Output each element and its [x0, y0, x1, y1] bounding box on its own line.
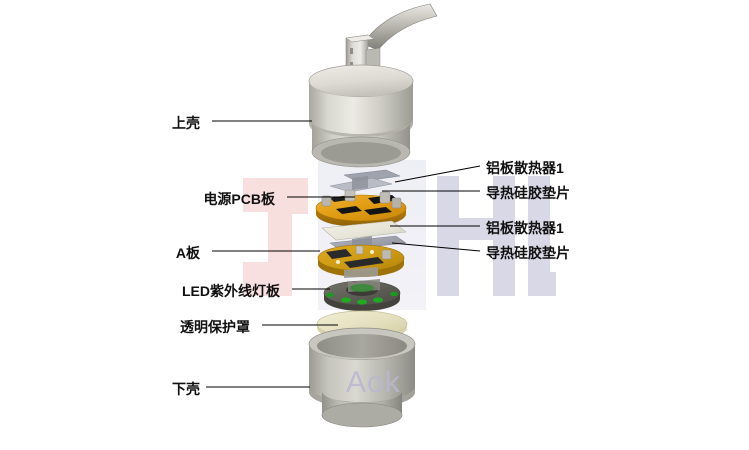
pcb-capacitor-3: [379, 191, 391, 204]
cable-gland-top: [345, 34, 375, 43]
label-a-board: A板: [175, 245, 200, 261]
watermark-right-mark: [437, 176, 556, 296]
upper-shell-ridge: [309, 118, 413, 140]
pcb-capacitor-1: [321, 195, 332, 207]
upper-shell-top-face: [308, 64, 414, 98]
label-alu-heatsink-1a: 铝板散热器1: [486, 160, 564, 176]
a-board-component-2: [344, 257, 384, 268]
led-emitter-center: [350, 284, 374, 292]
label-thermal-pad-1: 导热硅胶垫片: [486, 185, 570, 201]
led-emitter-2: [357, 299, 367, 305]
lower-shell-base-face: [321, 402, 403, 428]
lower-shell-group: [308, 327, 416, 428]
pcb-component-ic-2: [336, 206, 362, 214]
gland-slot-1: [350, 48, 353, 54]
led-emitter-5: [390, 291, 398, 297]
label-upper-shell: 上壳: [172, 115, 200, 131]
led-board-group: [323, 279, 401, 311]
pcb-component-ic-3: [364, 207, 392, 215]
label-thermal-pad-2: 导热硅胶垫片: [486, 245, 570, 261]
lower-shell-barrel: [309, 344, 415, 408]
lower-shell-inner-cavity: [317, 334, 407, 358]
a-board-pad-1: [336, 260, 340, 264]
a-board-capacitor-1: [381, 249, 392, 260]
upper-shell-cavity: [321, 142, 401, 164]
label-lower-shell: 下壳: [172, 381, 200, 397]
leader-thermal-pad-2: [391, 242, 481, 252]
heatsink-upper-tab: [352, 176, 368, 190]
label-power-pcb: 电源PCB板: [203, 191, 275, 207]
upper-shell-group: [308, 3, 438, 168]
led-emitter-4: [326, 292, 334, 298]
a-board-pad-2: [370, 250, 374, 254]
leader-alu-heatsink-1a: [394, 165, 481, 183]
label-led-uv-board: LED紫外线灯板: [182, 283, 280, 299]
alu-heatsink-mid: [321, 220, 407, 241]
pcb-capacitor-2: [344, 189, 356, 202]
led-emitter-1: [341, 297, 351, 303]
a-board-connector: [344, 267, 378, 278]
upper-heatsink-group: [329, 169, 401, 193]
led-emitter-3: [373, 297, 383, 303]
leader-lines: [206, 120, 481, 388]
label-transparent-cover: 透明保护罩: [180, 319, 250, 335]
a-board-group: [317, 244, 405, 278]
label-alu-heatsink-1b: 铝板散热器1: [486, 220, 564, 236]
cable: [362, 3, 438, 51]
watermark-left-mark: [243, 178, 308, 296]
a-board-capacitor-2: [355, 245, 364, 255]
pcb-capacitor-4: [391, 197, 402, 209]
upper-shell-barrel: [309, 81, 413, 138]
a-board-component-1: [326, 249, 352, 259]
